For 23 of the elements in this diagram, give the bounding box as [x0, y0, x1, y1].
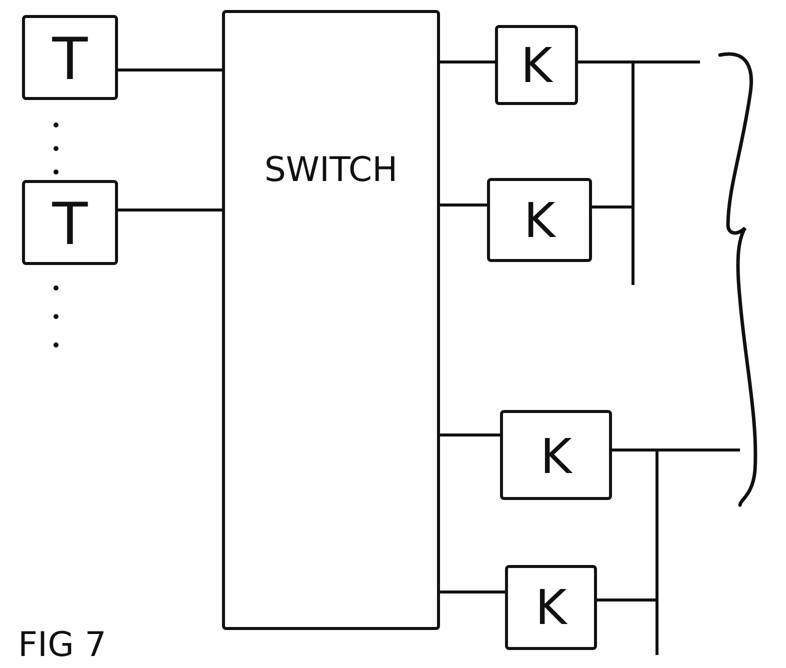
unit-box — [22, 180, 118, 265]
unit-box — [495, 25, 578, 105]
connector-line — [440, 60, 495, 64]
unit-label: SWITCH — [263, 153, 399, 187]
unit-box — [505, 565, 597, 650]
unit-label: T — [51, 30, 89, 88]
unit-label: K — [520, 42, 554, 90]
switch-block — [222, 10, 440, 630]
connector-line — [440, 434, 500, 436]
connector-line — [440, 204, 487, 206]
unit-box — [500, 410, 612, 500]
connector-line — [597, 448, 658, 602]
unit-label: K — [539, 433, 574, 481]
unit-box — [487, 178, 592, 262]
unit-label: T — [51, 195, 89, 253]
unit-box — [22, 15, 118, 100]
connector-line — [118, 68, 222, 72]
connector-line — [578, 60, 634, 208]
unit-label: K — [534, 584, 568, 632]
connector-line — [440, 590, 505, 594]
unit-label: K — [522, 197, 557, 245]
connector-line — [118, 208, 222, 212]
figure-label: FIG 7 — [18, 628, 106, 662]
